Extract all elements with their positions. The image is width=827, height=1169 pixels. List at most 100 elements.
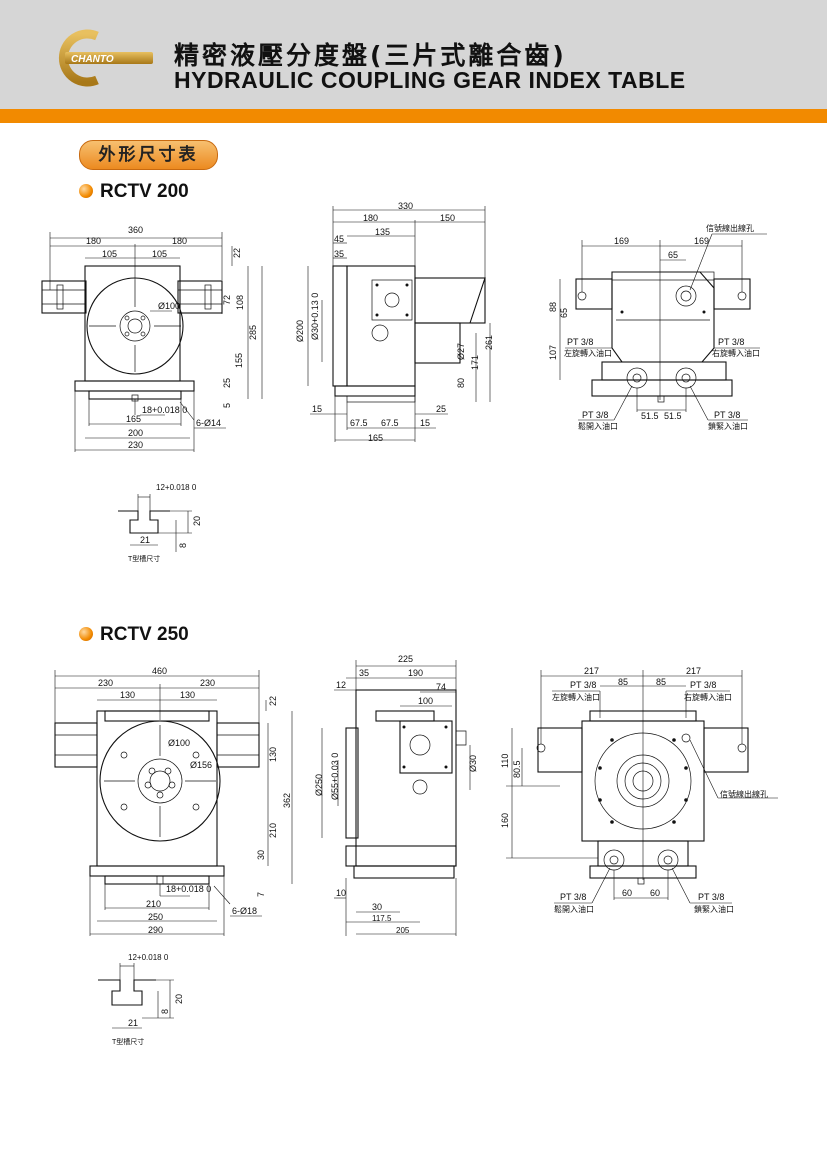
chanto-logo: CHANTO bbox=[58, 29, 153, 87]
dimension-label: 165 bbox=[126, 414, 141, 424]
dimension-label: PT 3/8 bbox=[698, 892, 724, 902]
dimension-label: 250 bbox=[148, 912, 163, 922]
dimension-label: 85 bbox=[656, 677, 666, 687]
dimension-label: 30 bbox=[372, 902, 382, 912]
dimension-label: 51.5 bbox=[664, 411, 682, 421]
title-chinese: 精密液壓分度盤(三片式離合齒) bbox=[174, 41, 567, 70]
dimension-label: Ø200 bbox=[295, 320, 305, 342]
rctv200-tslot-detail: 12+0.018 0 20 8 21 T型槽尺寸 bbox=[118, 483, 202, 563]
dimension-label: 15 bbox=[312, 404, 322, 414]
dimension-label: 18+0.018 0 bbox=[142, 405, 187, 415]
dimension-label: 88 bbox=[548, 302, 558, 312]
dimension-label: 169 bbox=[614, 236, 629, 246]
model-heading-2: RCTV 250 bbox=[79, 624, 189, 646]
dimension-label: 35 bbox=[359, 668, 369, 678]
dimension-label: 8 bbox=[160, 1009, 170, 1014]
dimension-label: 460 bbox=[152, 666, 167, 676]
dimension-label: 85 bbox=[618, 677, 628, 687]
dimension-label: 230 bbox=[98, 678, 113, 688]
dimension-label: 230 bbox=[200, 678, 215, 688]
dimension-label: 200 bbox=[128, 428, 143, 438]
dimension-label: Ø156 bbox=[190, 760, 212, 770]
dimension-label: 362 bbox=[282, 793, 292, 808]
dimension-label: 261 bbox=[484, 335, 494, 350]
dimension-label: 117.5 bbox=[372, 914, 392, 923]
dimension-label: 8 bbox=[178, 543, 188, 548]
dimension-label: PT 3/8 bbox=[560, 892, 586, 902]
dimension-label: 65 bbox=[668, 250, 678, 260]
dimension-label: 210 bbox=[268, 823, 278, 838]
rctv200-rear-view: 169 169 65 信號線出線孔 88 65 107 PT 3/8 左旋轉入油… bbox=[548, 223, 767, 431]
dimension-label: PT 3/8 bbox=[582, 410, 608, 420]
dimension-label: 210 bbox=[146, 899, 161, 909]
dimension-label: 30 bbox=[256, 850, 266, 860]
dimension-label: Ø100 bbox=[168, 738, 190, 748]
dimension-label: 180 bbox=[172, 236, 187, 246]
dimension-label: 右旋轉入油口 bbox=[712, 348, 760, 358]
dimension-label: 12 bbox=[336, 680, 346, 690]
dimension-label: 105 bbox=[102, 249, 117, 259]
dimension-label: 290 bbox=[148, 925, 163, 935]
dimension-label: 180 bbox=[363, 213, 378, 223]
dimension-label: 230 bbox=[128, 440, 143, 450]
dimension-label: 105 bbox=[152, 249, 167, 259]
dimension-label: 左旋轉入油口 bbox=[564, 348, 612, 358]
dimension-label: 190 bbox=[408, 668, 423, 678]
dimension-label: 左旋轉入油口 bbox=[552, 692, 600, 702]
dimension-label: 60 bbox=[622, 888, 632, 898]
dimension-label: 225 bbox=[398, 654, 413, 664]
dimension-label: 60 bbox=[650, 888, 660, 898]
dimension-label: 6-Ø18 bbox=[232, 906, 257, 916]
dimension-label: 150 bbox=[440, 213, 455, 223]
section-badge: 外形尺寸表 bbox=[79, 140, 218, 170]
model-heading-1: RCTV 200 bbox=[79, 181, 189, 203]
dimension-label: 45 bbox=[334, 234, 344, 244]
dimension-label: Ø27 bbox=[456, 343, 466, 360]
dimension-label: 21 bbox=[128, 1018, 138, 1028]
dimension-label: 22 bbox=[232, 248, 242, 258]
dimension-label: T型槽尺寸 bbox=[112, 1037, 144, 1046]
dimension-label: 80.5 bbox=[512, 760, 522, 778]
dimension-label: 107 bbox=[548, 345, 558, 360]
dimension-label: 130 bbox=[120, 690, 135, 700]
dimension-label: 信號線出線孔 bbox=[706, 223, 754, 233]
dimension-label: 72 bbox=[222, 295, 232, 305]
dimension-label: 21 bbox=[140, 535, 150, 545]
dimension-label: Ø55+0.03 0 bbox=[330, 753, 340, 800]
dimension-label: 22 bbox=[268, 696, 278, 706]
dimension-label: PT 3/8 bbox=[714, 410, 740, 420]
dimension-label: PT 3/8 bbox=[690, 680, 716, 690]
rctv250-tslot-detail: 12+0.018 0 20 8 21 T型槽尺寸 bbox=[98, 953, 184, 1046]
dimension-label: 10 bbox=[336, 888, 346, 898]
dimension-label: 鬆開入油口 bbox=[578, 421, 618, 431]
dimension-label: 25 bbox=[222, 378, 232, 388]
dimension-label: Ø30+0.13 0 bbox=[310, 293, 320, 340]
dimension-label: 74 bbox=[436, 682, 446, 692]
dimension-label: 130 bbox=[180, 690, 195, 700]
dimension-label: 155 bbox=[234, 353, 244, 368]
dimension-label: 285 bbox=[248, 325, 258, 340]
dimension-label: 35 bbox=[334, 249, 344, 259]
dimension-label: 鎖緊入油口 bbox=[694, 904, 734, 914]
dimension-label: 135 bbox=[375, 227, 390, 237]
dimension-label: 80 bbox=[456, 378, 466, 388]
model-name: RCTV 200 bbox=[100, 181, 189, 202]
dimension-label: 6-Ø14 bbox=[196, 418, 221, 428]
dimension-label: 鎖緊入油口 bbox=[708, 421, 748, 431]
dimension-label: 12+0.018 0 bbox=[128, 953, 169, 962]
dimension-label: 360 bbox=[128, 225, 143, 235]
dimension-label: 217 bbox=[686, 666, 701, 676]
dimension-label: 鬆開入油口 bbox=[554, 904, 594, 914]
model-name: RCTV 250 bbox=[100, 624, 189, 645]
dimension-label: 330 bbox=[398, 201, 413, 211]
dimension-label: 25 bbox=[436, 404, 446, 414]
dimension-label: 7 bbox=[256, 892, 266, 897]
dimension-label: 100 bbox=[418, 696, 433, 706]
dimension-label: 217 bbox=[584, 666, 599, 676]
dimension-label: 67.5 bbox=[350, 418, 368, 428]
dimension-label: PT 3/8 bbox=[570, 680, 596, 690]
bullet-icon bbox=[79, 184, 93, 198]
